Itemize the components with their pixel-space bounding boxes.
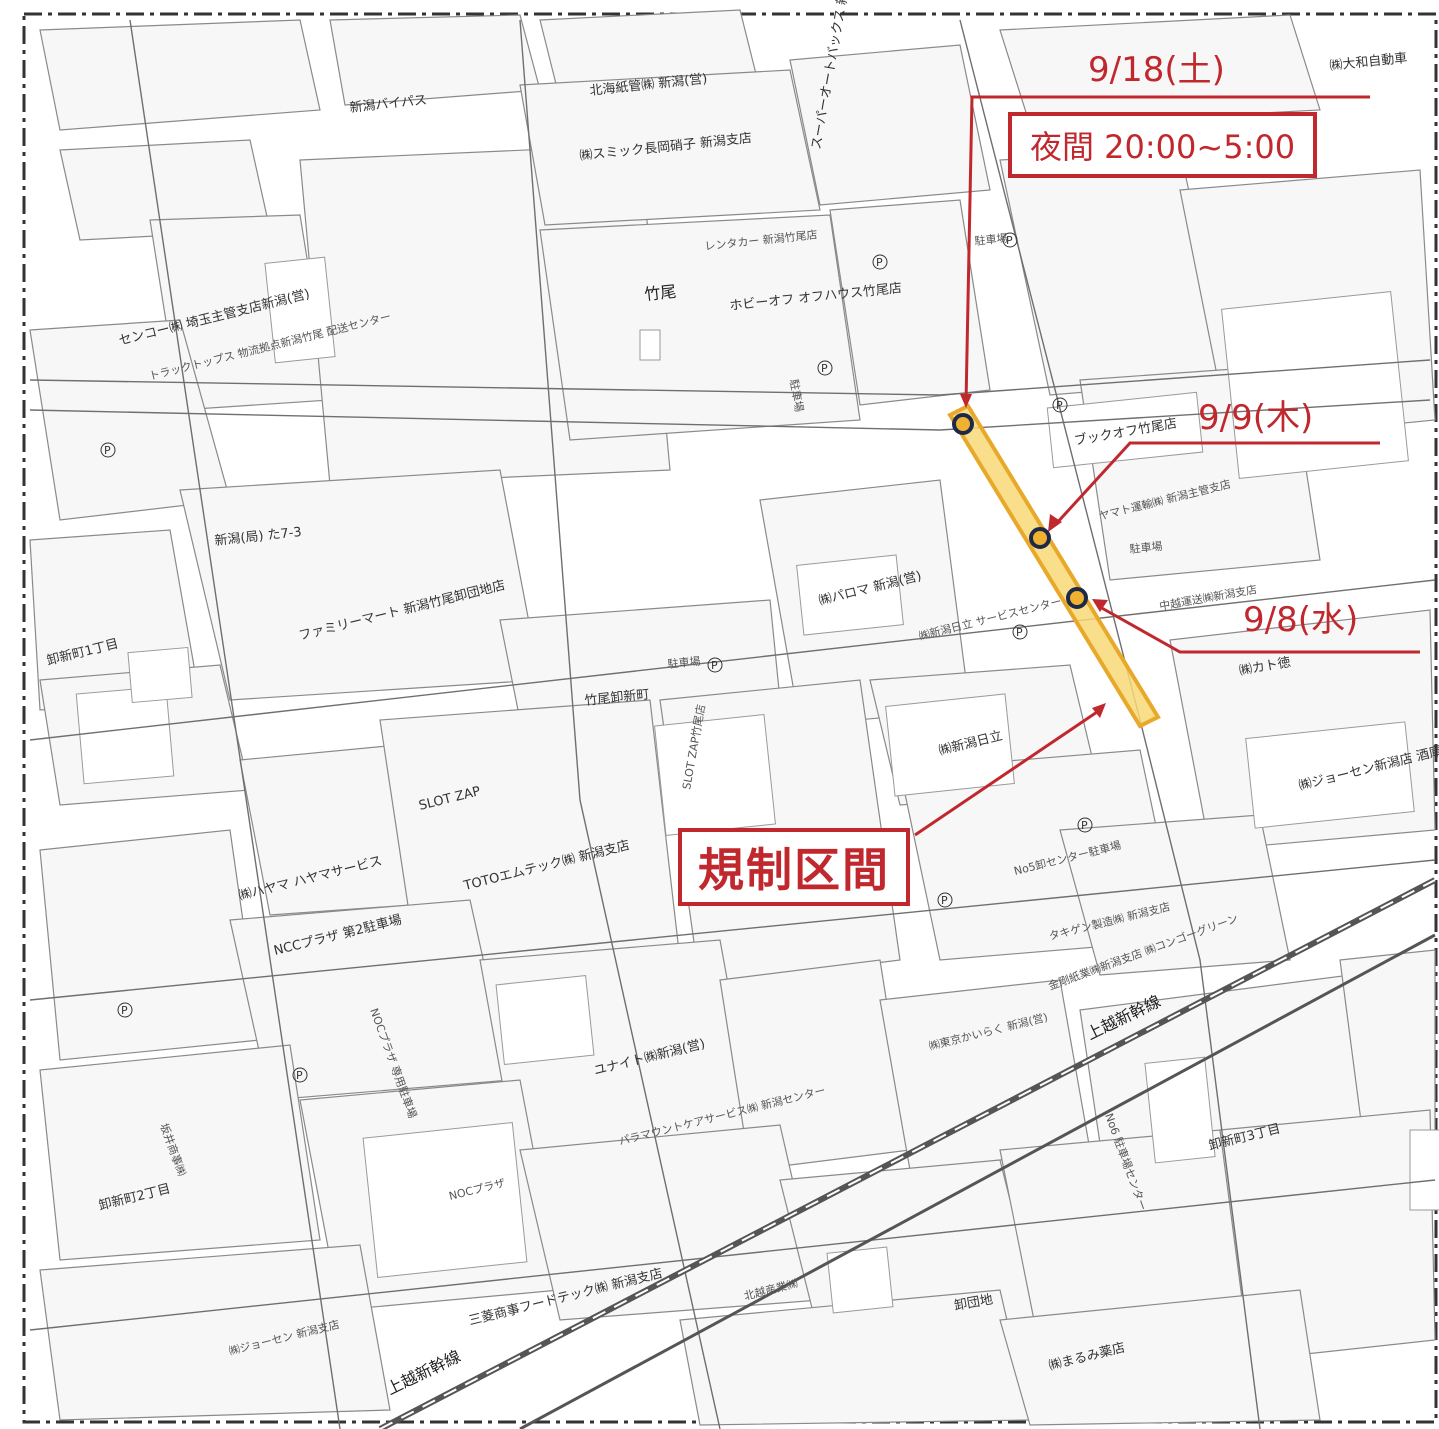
regulated-section-highlight	[947, 403, 1161, 729]
arrow-thu-head	[1048, 514, 1062, 532]
svg-text:P: P	[121, 1004, 128, 1017]
label-takeo-oroshi: 竹尾卸新町	[584, 686, 650, 709]
arrow-section	[914, 708, 1101, 837]
marker-wed	[1066, 587, 1088, 609]
regulated-section	[947, 403, 1161, 729]
annotation-arrows	[914, 95, 1420, 837]
svg-text:P: P	[1016, 626, 1023, 639]
svg-text:P: P	[1081, 819, 1088, 832]
arrow-wed-head	[1092, 599, 1108, 612]
section-label-box: 規制区間	[678, 828, 910, 906]
arrow-thu	[1053, 441, 1380, 527]
railway-line	[378, 877, 1437, 1429]
date-label-thu: 9/9(木)	[1198, 398, 1314, 438]
label-oroshidanchi: 卸団地	[953, 1291, 994, 1314]
arrow-sat	[964, 95, 1370, 404]
svg-text:P: P	[1006, 234, 1013, 247]
svg-text:P: P	[876, 256, 883, 269]
svg-text:P: P	[711, 659, 718, 672]
label-parking-2: 駐車場	[667, 654, 701, 671]
svg-text:P: P	[1056, 399, 1063, 412]
svg-text:P: P	[296, 1069, 303, 1082]
arrow-section-head	[1092, 703, 1106, 718]
svg-text:P: P	[104, 444, 111, 457]
buildings	[75, 256, 1439, 1314]
date-markers	[952, 413, 1088, 609]
night-time-box: 夜間 20:00~5:00	[1008, 112, 1318, 178]
svg-text:P: P	[821, 362, 828, 375]
label-takeo: 竹尾	[643, 282, 677, 304]
label-parking-1: 駐車場	[974, 231, 1008, 248]
date-label-sat: 9/18(土)	[1088, 50, 1225, 90]
arrow-sat-head	[960, 394, 972, 408]
marker-sat	[952, 413, 974, 435]
roads	[29, 19, 1436, 1429]
date-label-wed: 9/8(水)	[1243, 600, 1359, 640]
label-parking-3: 駐車場	[1129, 539, 1163, 556]
parking-symbols: P P P P P P P P P P P	[100, 232, 1093, 1083]
arrow-wed	[1099, 605, 1420, 654]
label-parking-4: 駐車場	[787, 378, 807, 413]
marker-thu	[1029, 527, 1051, 549]
svg-text:P: P	[941, 894, 948, 907]
